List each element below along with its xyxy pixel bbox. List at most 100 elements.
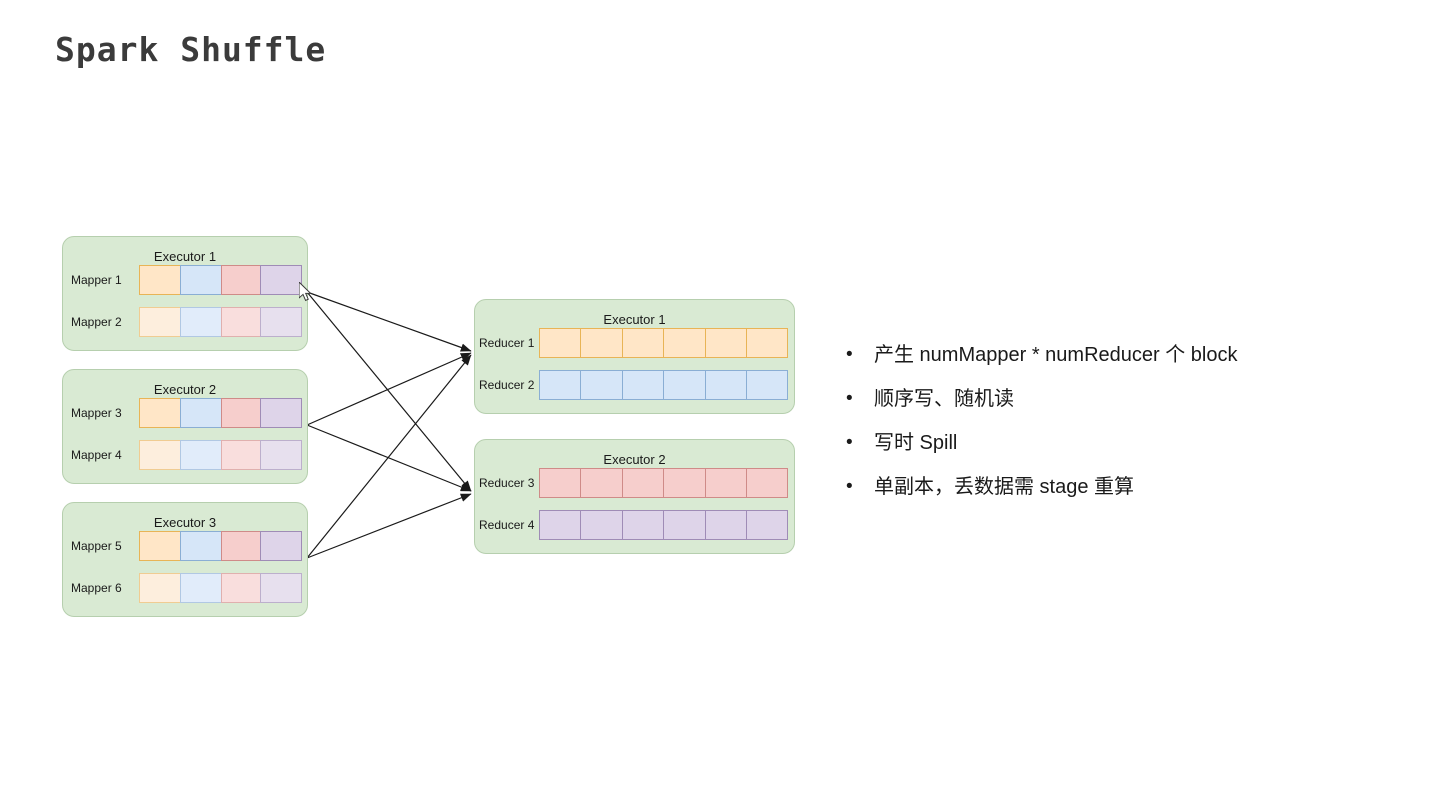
block-purple (704, 510, 747, 540)
mapper-label: Mapper 2 (71, 315, 122, 329)
block-blue (621, 370, 665, 400)
block-red (221, 440, 261, 470)
block-orange (539, 328, 582, 358)
reducer-row-3[interactable]: Reducer 3 (479, 468, 793, 498)
block-blue (704, 370, 747, 400)
reducer-row-1[interactable]: Reducer 1 (479, 328, 793, 358)
block-orange (139, 307, 181, 337)
block-red (704, 468, 747, 498)
block-purple (260, 440, 302, 470)
bullet-text: 写时 Spill (874, 432, 958, 454)
block-blue (539, 370, 582, 400)
block-red (539, 468, 582, 498)
reducer-blocks (539, 468, 789, 498)
block-orange (139, 398, 181, 428)
block-purple (539, 510, 582, 540)
bullet-text: 顺序写、随机读 (874, 388, 1014, 410)
bullet-marker: • (846, 476, 853, 497)
mapper-executor-3[interactable]: Executor 3 Mapper 5 Mapper 6 (62, 502, 308, 617)
block-purple (260, 398, 302, 428)
arrow-m1-to-r1 (306, 291, 472, 352)
block-red (221, 398, 261, 428)
mapper-blocks (139, 307, 302, 337)
block-blue (180, 440, 222, 470)
block-orange (704, 328, 747, 358)
block-blue (180, 398, 222, 428)
mapper-blocks (139, 573, 302, 603)
mapper-executor-2[interactable]: Executor 2 Mapper 3 Mapper 4 (62, 369, 308, 484)
mapper-label: Mapper 4 (71, 448, 122, 462)
block-blue (180, 531, 222, 561)
mapper-row-1[interactable]: Mapper 1 (71, 265, 303, 295)
bullet-text: 产生 numMapper * numReducer 个 block (874, 344, 1238, 366)
block-orange (580, 328, 623, 358)
block-blue (745, 370, 789, 400)
list-item: • 单副本，丢数据需 stage 重算 (840, 472, 1400, 516)
mapper-label: Mapper 3 (71, 406, 122, 420)
executor-title: Executor 1 (603, 312, 666, 327)
block-red (580, 468, 623, 498)
reducer-blocks (539, 370, 789, 400)
block-red (663, 468, 706, 498)
arrow-m3-to-r1 (306, 354, 472, 559)
reducer-executor-2[interactable]: Executor 2 Reducer 3 Reducer 4 (474, 439, 795, 554)
block-orange (139, 265, 181, 295)
page-title: Spark Shuffle (55, 30, 327, 69)
block-purple (621, 510, 665, 540)
mapper-row-2[interactable]: Mapper 2 (71, 307, 303, 337)
bullet-text: 单副本，丢数据需 stage 重算 (874, 476, 1135, 498)
mapper-blocks (139, 531, 302, 561)
block-purple (663, 510, 706, 540)
arrow-m3-to-r2 (306, 493, 472, 559)
block-orange (663, 328, 706, 358)
mapper-row-5[interactable]: Mapper 5 (71, 531, 303, 561)
arrow-m1-to-r2 (306, 291, 472, 492)
mapper-blocks (139, 265, 302, 295)
block-orange (139, 573, 181, 603)
block-blue (180, 573, 222, 603)
reducer-label: Reducer 2 (479, 378, 535, 392)
executor-title: Executor 1 (153, 249, 217, 264)
mapper-row-6[interactable]: Mapper 6 (71, 573, 303, 603)
block-purple (580, 510, 623, 540)
bullet-marker: • (846, 344, 853, 365)
block-red (221, 265, 261, 295)
mapper-label: Mapper 1 (71, 273, 122, 287)
mapper-executor-1[interactable]: Executor 1 Mapper 1 Mapper 2 (62, 236, 308, 351)
executor-title: Executor 2 (603, 452, 666, 467)
arrow-m2-to-r2 (306, 424, 472, 492)
arrow-m2-to-r1 (306, 352, 472, 426)
mapper-blocks (139, 398, 302, 428)
reducer-label: Reducer 3 (479, 476, 535, 490)
block-purple (260, 307, 302, 337)
block-red (221, 531, 261, 561)
block-red (221, 573, 261, 603)
mapper-row-3[interactable]: Mapper 3 (71, 398, 303, 428)
shuffle-diagram: Executor 1 Mapper 1 Mapper 2 Executor 2 … (62, 236, 795, 617)
reducer-label: Reducer 4 (479, 518, 535, 532)
block-orange (745, 328, 789, 358)
bullet-marker: • (846, 388, 853, 409)
reducer-executor-1[interactable]: Executor 1 Reducer 1 Reducer 2 (474, 299, 795, 414)
bullet-marker: • (846, 432, 853, 453)
block-purple (260, 573, 302, 603)
block-blue (180, 265, 222, 295)
mapper-row-4[interactable]: Mapper 4 (71, 440, 303, 470)
block-blue (580, 370, 623, 400)
mapper-label: Mapper 6 (71, 581, 122, 595)
reducer-row-4[interactable]: Reducer 4 (479, 510, 793, 540)
mouse-cursor-icon (299, 282, 312, 302)
block-purple (260, 531, 302, 561)
block-orange (621, 328, 665, 358)
block-orange (139, 531, 181, 561)
reducer-blocks (539, 510, 789, 540)
block-red (221, 307, 261, 337)
block-purple (260, 265, 302, 295)
list-item: • 产生 numMapper * numReducer 个 block (840, 340, 1400, 384)
list-item: • 顺序写、随机读 (840, 384, 1400, 428)
list-item: • 写时 Spill (840, 428, 1400, 472)
reducer-row-2[interactable]: Reducer 2 (479, 370, 793, 400)
block-blue (663, 370, 706, 400)
block-orange (139, 440, 181, 470)
reducer-blocks (539, 328, 789, 358)
